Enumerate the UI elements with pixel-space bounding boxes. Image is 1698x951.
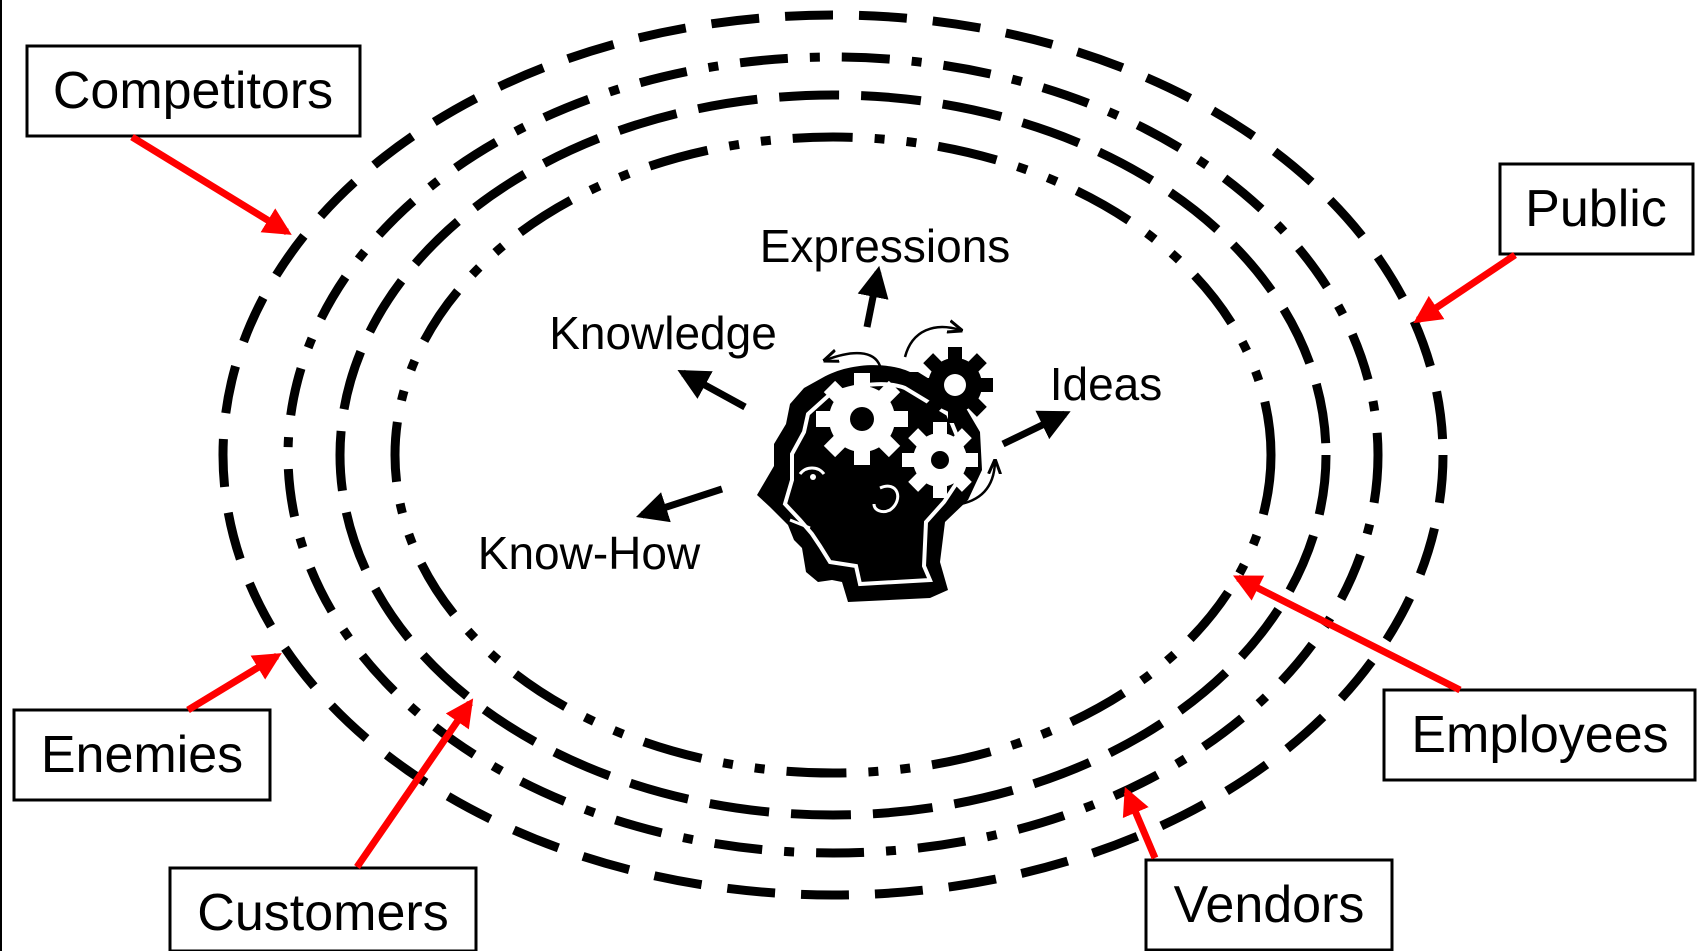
- employees-arrow: [1233, 574, 1462, 694]
- ideas-label: Ideas: [1050, 358, 1163, 410]
- ring-vendors: [335, 90, 1331, 820]
- ring-employees: [390, 132, 1276, 778]
- ring-competitors-enemies: [283, 52, 1383, 858]
- expressions-label: Expressions: [760, 220, 1011, 272]
- competitors-box: Competitors: [25, 44, 362, 138]
- competitors-arrow: [130, 134, 292, 235]
- customers-arrow: [354, 698, 474, 869]
- inner-arrows: [636, 265, 1071, 523]
- pointer-arrows: [130, 134, 1517, 869]
- public-box: Public: [1498, 162, 1695, 256]
- vendors-box: Vendors: [1144, 858, 1394, 951]
- public-arrow: [1413, 252, 1517, 324]
- ring-public: [218, 10, 1448, 900]
- enemies-label: Enemies: [41, 726, 243, 784]
- vendors-label: Vendors: [1174, 876, 1365, 934]
- expressions-arrow: [857, 265, 889, 328]
- enemies-box: Enemies: [12, 708, 272, 802]
- know-how-label: Know-How: [478, 527, 701, 579]
- vendors-arrow: [1122, 786, 1159, 860]
- customers-box: Customers: [168, 866, 478, 951]
- public-label: Public: [1525, 180, 1667, 238]
- enemies-arrow: [186, 653, 282, 713]
- customers-label: Customers: [197, 884, 448, 942]
- know-how-arrow: [636, 485, 724, 523]
- knowledge-arrow: [677, 369, 747, 411]
- ideas-arrow: [1001, 410, 1071, 448]
- competitors-label: Competitors: [53, 62, 333, 120]
- knowledge-label: Knowledge: [549, 307, 777, 359]
- rings: [218, 10, 1448, 900]
- employees-label: Employees: [1411, 706, 1668, 764]
- employees-box: Employees: [1382, 688, 1697, 782]
- head-with-gears-icon: [757, 327, 995, 602]
